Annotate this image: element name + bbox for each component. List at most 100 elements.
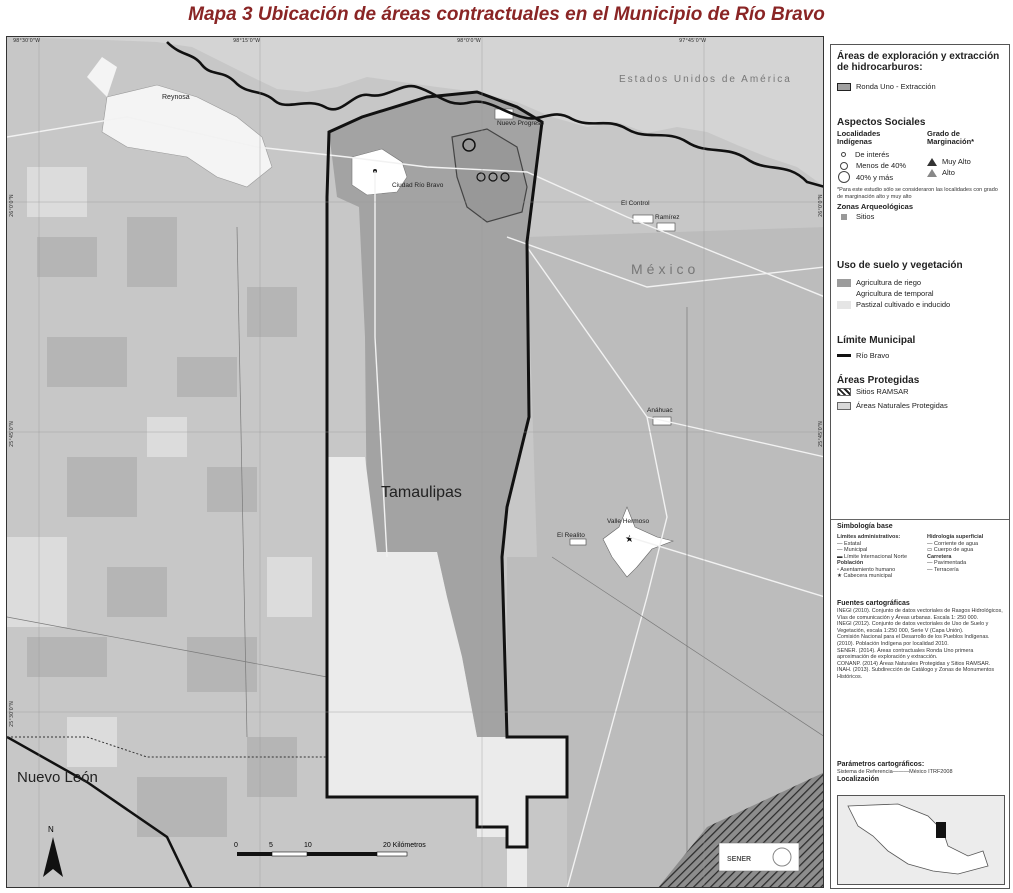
label-ciudad-rio-bravo: Ciudad Río Bravo (392, 182, 444, 189)
legend-simbologia-section: Simbología base Límites administrativos:… (837, 523, 1007, 580)
legend-uso-title: Uso de suelo y vegetación (837, 260, 963, 271)
scale-bar: 0 5 10 20 Kilómetros (234, 842, 426, 857)
valle-hermoso-star: ★ (625, 534, 634, 545)
legend-localidades-title: Localidades Indígenas (837, 129, 881, 146)
reynosa-extension (87, 57, 117, 97)
grat-top-3: 98°0'0"W (457, 38, 481, 44)
loc-label-2: Menos de 40% (856, 161, 907, 170)
sener-logo: SENER (718, 842, 800, 872)
corriente-label: Corriente de agua (934, 540, 979, 547)
legend-footnote: *Para este estudio sólo se consideraron … (837, 187, 998, 200)
legend-fuentes-section: Fuentes cartográficas INEGI (2010). Conj… (837, 600, 1005, 681)
map-frame[interactable]: ★ (6, 36, 824, 888)
pavimentada: — Pavimentada (927, 560, 967, 566)
corriente: — Corriente de agua (927, 540, 979, 547)
legend-grado-title: Grado de Marginación* (927, 129, 975, 146)
ramsar-swatch (837, 387, 851, 396)
legend-areas-section: Áreas de exploración y extracción de hid… (837, 51, 1007, 92)
legend-protegidas-title: Áreas Protegidas (837, 375, 920, 386)
limite-line-icon (837, 354, 851, 357)
uso-row-3: Pastizal cultivado e inducido (837, 299, 1007, 310)
map-title: Mapa 3 Ubicación de áreas contractuales … (188, 4, 825, 25)
hidro-title: Hidrología superficial (927, 534, 984, 540)
pastizal-patches (7, 167, 312, 767)
legend-protegidas-section: Áreas Protegidas Sitios RAMSAR Áreas Nat… (837, 375, 1007, 411)
terraceria-roads (7, 226, 823, 887)
uso-label-3: Pastizal cultivado e inducido (856, 300, 951, 309)
limite-internacional: ▬ Límite Internacional Norte (837, 553, 908, 560)
cuerpo-label: Cuerpo de agua (933, 547, 974, 553)
southern-pastizal (327, 457, 567, 887)
fuente-6: INAH. (2013). Subdirección de Catálogo y… (837, 667, 995, 680)
localidades-indigenas (462, 138, 510, 182)
limite-estatal-label: Estatal (844, 540, 861, 547)
legend-ronda-row: Ronda Uno - Extracción (837, 81, 1007, 92)
parametros-title: Parámetros cartográficos: (837, 761, 925, 768)
sener-logo-text: SENER (727, 856, 751, 863)
scale-tick-10: 10 (304, 842, 312, 849)
legend-divider-1 (831, 519, 1009, 520)
asentamiento: ▫ Asentamiento humano (837, 566, 896, 573)
loc-row-3: 40% y más (837, 171, 917, 183)
anp-swatch (837, 401, 851, 410)
agriculture-patches (27, 217, 297, 837)
legend-aspectos-title: Aspectos Sociales (837, 117, 926, 128)
limites-admin-title: Límites administrativos: (837, 534, 901, 540)
poblacion-title: Población (837, 560, 864, 566)
label-usa: Estados Unidos de América (619, 74, 792, 85)
limite-internacional-label: Límite Internacional Norte (844, 553, 908, 560)
carretera-title: Carretera (927, 553, 952, 560)
label-el-control: El Control (621, 200, 650, 207)
limite-estatal: — Estatal (837, 540, 861, 547)
graticule (7, 37, 823, 887)
riego-swatch (837, 278, 851, 287)
localization-inset-map (837, 795, 1005, 885)
grado-label-1: Muy Alto (942, 157, 971, 166)
legend-simbologia-title: Simbología base (837, 523, 893, 530)
uso-label-1: Agricultura de riego (856, 278, 922, 287)
label-tamaulipas: Tamaulipas (381, 484, 462, 501)
cabecera: ★ Cabecera municipal (837, 573, 893, 579)
label-nuevo-leon: Nuevo León (17, 769, 98, 786)
localizacion-title: Localización (837, 775, 880, 783)
circle-large-icon (838, 171, 850, 183)
uso-label-2: Agricultura de temporal (856, 289, 934, 298)
map-canvas[interactable]: ★ (7, 37, 824, 888)
grat-left-3: 25°30'0"N (9, 701, 15, 727)
label-anahuac: Anáhuac (647, 407, 673, 414)
cuerpo: ▭ Cuerpo de agua (927, 547, 974, 553)
legend-aspectos-section: Aspectos Sociales Localidades Indígenas … (837, 117, 1007, 222)
limite-municipal[interactable] (325, 90, 569, 849)
roads (7, 116, 823, 887)
north-arrow-icon: N (43, 825, 63, 877)
legend-ronda-label: Ronda Uno - Extracción (856, 82, 936, 91)
legend-uso-section: Uso de suelo y vegetación Agricultura de… (837, 260, 1007, 310)
fuente-2: INEGI (2012). Conjunto de datos vectoria… (837, 621, 989, 634)
parametros-text: Sistema de Referencia———México ITRF2008 (837, 769, 953, 775)
loc-label-3: 40% y más (856, 172, 894, 182)
limite-row: Río Bravo (837, 350, 1007, 361)
fuentes-title: Fuentes cartográficas (837, 600, 910, 607)
fuente-5: CONANP. (2014) Áreas Naturales Protegida… (837, 660, 991, 667)
grat-right-1: 26°0'0"N (818, 194, 824, 217)
municipio-rio-bravo-area (329, 92, 542, 737)
grado-row-1: Muy Alto (927, 156, 1007, 167)
triangle-dark-icon (927, 157, 937, 166)
loc-row-1: De interés (837, 149, 917, 160)
el-realito-marker (569, 538, 587, 546)
fuente-3: Comisión Nacional para el Desarrollo de … (837, 634, 990, 647)
north-label: N (48, 825, 54, 834)
pavimentada-label: Pavimentada (934, 560, 967, 566)
reynosa-urban (101, 84, 273, 188)
terraceria-label: Terracería (933, 566, 959, 573)
ronda-swatch (837, 82, 851, 91)
grat-left-1: 26°0'0"N (9, 194, 15, 217)
triangle-light-icon (927, 168, 937, 177)
label-reynosa: Reynosa (162, 94, 190, 101)
legend-limite-title: Límite Municipal (837, 335, 916, 346)
uso-row-1: Agricultura de riego (837, 277, 1007, 288)
fuente-4: SENER. (2014). Áreas contractuales Ronda… (837, 647, 974, 661)
limite-municipal: — Municipal (837, 547, 868, 553)
legend-parametros-section: Parámetros cartográficos: Sistema de Ref… (837, 761, 1007, 784)
temporal-swatch (837, 289, 851, 298)
